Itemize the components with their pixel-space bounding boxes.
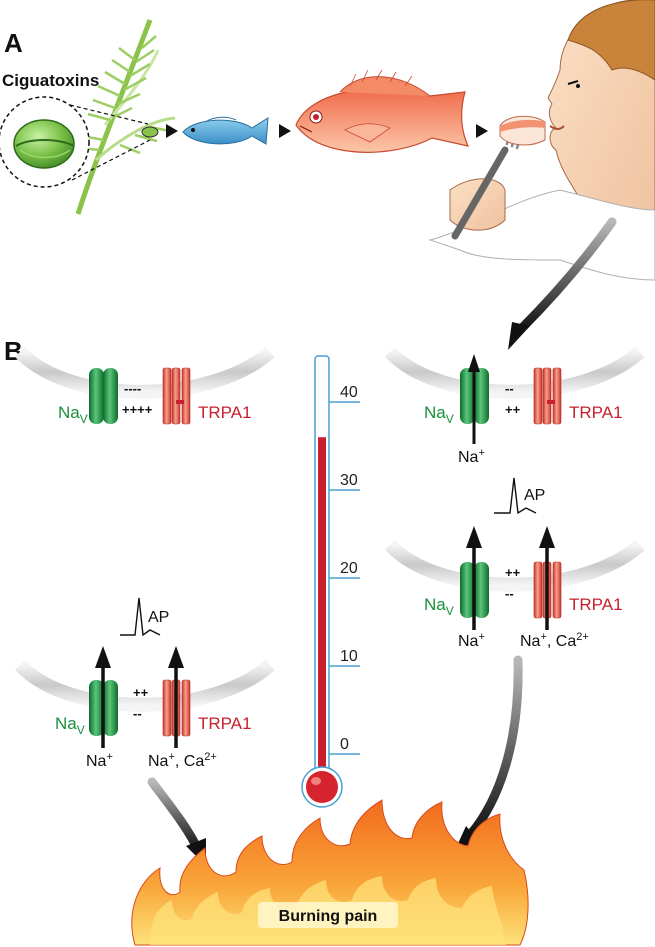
ion-label-na-4: Na+ bbox=[86, 751, 113, 770]
thermometer: 40 30 20 10 0 bbox=[301, 355, 360, 808]
person-eating-illustration bbox=[428, 0, 655, 281]
flow-arrow-left-to-pain bbox=[147, 777, 203, 855]
trpa1-label-4: TRPA1 bbox=[198, 714, 252, 733]
ion-label-mixed-3: Na+, Ca2+ bbox=[520, 631, 589, 650]
flow-arrow-a-to-b bbox=[515, 217, 617, 335]
charge-low-bottom: ++ bbox=[505, 402, 521, 417]
toxin-label: Ciguatoxins bbox=[2, 71, 99, 90]
ap-label-right: AP bbox=[524, 487, 545, 504]
trpa1-label-1: TRPA1 bbox=[198, 403, 252, 422]
chain-arrow-3 bbox=[476, 124, 488, 138]
thermometer-tick-label-2: 20 bbox=[340, 560, 358, 577]
pain-label: Burning pain bbox=[279, 908, 378, 925]
thermometer-tick-label-0: 40 bbox=[340, 384, 358, 401]
flow-arrowhead-a-to-b bbox=[508, 322, 530, 350]
large-fish-illustration bbox=[295, 69, 470, 153]
nav-label-2: NaV bbox=[424, 403, 454, 426]
membrane-depolarized-right: ++ -- NaV TRPA1 Na+ Na+, Ca2+ bbox=[384, 526, 645, 650]
ion-label-mixed-4: Na+, Ca2+ bbox=[148, 751, 217, 770]
thermometer-bulb bbox=[306, 771, 338, 803]
small-fish-illustration bbox=[182, 116, 269, 145]
flow-arrow-right-to-pain bbox=[465, 655, 523, 840]
ap-spike-right: AP bbox=[494, 477, 545, 515]
charge-resting-bottom: ++++ bbox=[122, 402, 153, 417]
thermometer-tick-label-4: 0 bbox=[340, 736, 349, 753]
membrane-resting: ---- ++++ NaV TRPA1 bbox=[14, 346, 275, 426]
nav-label-4: NaV bbox=[55, 714, 85, 737]
ion-label-na-2: Na+ bbox=[458, 447, 485, 466]
chain-arrow-2 bbox=[279, 124, 291, 138]
charge-depol-bottom-right: -- bbox=[505, 586, 514, 601]
nav-label-1: NaV bbox=[58, 403, 88, 426]
thermometer-tick-label-3: 10 bbox=[340, 648, 358, 665]
charge-depol-top-right: ++ bbox=[505, 565, 521, 580]
charge-low-top: -- bbox=[505, 381, 514, 396]
charge-depol-bottom-left: -- bbox=[133, 706, 142, 721]
flames-illustration: Burning pain bbox=[131, 799, 529, 946]
membrane-depolarized-left: ++ -- NaV TRPA1 Na+ Na+, Ca2+ bbox=[14, 646, 275, 770]
thermometer-mercury bbox=[318, 437, 326, 776]
seaweed-illustration bbox=[75, 19, 176, 215]
nav-label-3: NaV bbox=[424, 595, 454, 618]
charge-depol-top-left: ++ bbox=[133, 685, 149, 700]
trpa1-label-2: TRPA1 bbox=[569, 403, 623, 422]
charge-resting-top: ---- bbox=[124, 381, 141, 396]
trpa1-label-3: TRPA1 bbox=[569, 595, 623, 614]
panel-label-a: A bbox=[4, 28, 23, 58]
ap-label-left: AP bbox=[148, 609, 169, 626]
dinoflagellate-zoom bbox=[0, 96, 151, 188]
chain-arrow-1 bbox=[166, 124, 178, 138]
thermometer-ticks: 40 30 20 10 0 bbox=[329, 384, 360, 755]
thermometer-tick-label-1: 30 bbox=[340, 472, 358, 489]
ion-label-na-3: Na+ bbox=[458, 631, 485, 650]
ap-spike-left: AP bbox=[120, 597, 169, 637]
membrane-na-influx: -- ++ NaV TRPA1 Na+ bbox=[384, 346, 645, 466]
